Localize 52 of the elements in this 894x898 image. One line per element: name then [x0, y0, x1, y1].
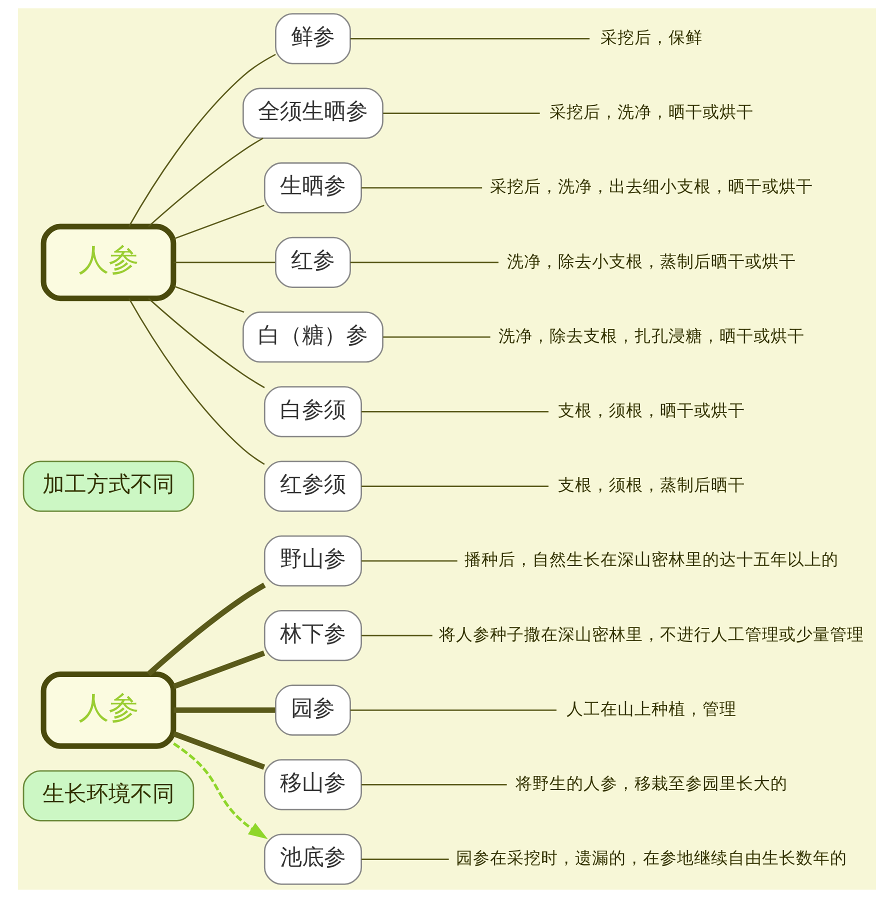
node-box: 红参须 — [264, 460, 362, 512]
arrow — [172, 742, 268, 840]
node-text: 将人参种子撒在深山密林里，不进行人工管理或少量管理 — [438, 624, 864, 644]
node-text: 播种后，自然生长在深山密林里的达十五年以上的 — [464, 550, 838, 570]
node-box: 全须生晒参 — [242, 88, 384, 139]
node-box: 白参须 — [264, 386, 362, 438]
connector — [361, 187, 482, 189]
node-box: 人参 — [40, 224, 176, 302]
node-text: 将野生的人参，移栽至参园里长大的 — [515, 774, 788, 794]
connector — [361, 858, 449, 860]
connector — [148, 138, 264, 228]
node-box: 白（糖）参 — [242, 312, 384, 363]
connector — [350, 709, 556, 711]
node-box: 园参 — [274, 684, 351, 736]
node-box: 鲜参 — [274, 13, 351, 64]
node-text: 洗净，除去支根，扎孔浸糖，晒干或烘干 — [498, 326, 804, 346]
node-text: 人工在山上种植，管理 — [566, 699, 736, 718]
connector — [361, 634, 432, 636]
node-box: 野山参 — [264, 535, 362, 586]
node-box: 池底参 — [264, 834, 362, 885]
connector — [172, 731, 266, 770]
node-box: 生长环境不同 — [22, 770, 194, 822]
connector — [173, 285, 244, 313]
connector — [173, 204, 264, 240]
node-box: 生晒参 — [264, 162, 362, 214]
connector — [350, 38, 590, 40]
connector — [361, 411, 548, 412]
connector — [361, 784, 507, 786]
connector — [383, 112, 540, 114]
node-text: 采挖后，洗净，晒干或烘干 — [549, 102, 754, 122]
connector — [174, 262, 276, 264]
connector — [361, 560, 458, 562]
node-text: 洗净，除去小支根，蒸制后晒干或烘干 — [506, 252, 796, 271]
node-box: 加工方式不同 — [22, 460, 194, 512]
connector — [172, 650, 266, 690]
connector — [146, 582, 266, 676]
connector — [174, 707, 276, 713]
node-box: 林下参 — [264, 610, 362, 662]
node-text: 支根，须根，晒干或烘干 — [558, 400, 745, 420]
connector — [128, 54, 276, 227]
connector — [361, 486, 548, 487]
connector — [383, 336, 490, 338]
node-text: 支根，须根，蒸制后晒干 — [558, 476, 745, 495]
connector — [128, 298, 265, 465]
node-text: 采挖后，洗净，出去细小支根，晒干或烘干 — [490, 177, 813, 196]
connector — [148, 298, 265, 388]
node-box: 移山参 — [264, 759, 362, 810]
connector — [350, 262, 498, 264]
node-text: 采挖后，保鲜 — [600, 28, 702, 47]
node-text: 园参在采挖时，遗漏的，在参地继续自由生长数年的 — [456, 848, 847, 868]
node-box: 红参 — [274, 236, 351, 288]
node-box: 人参 — [40, 671, 176, 749]
